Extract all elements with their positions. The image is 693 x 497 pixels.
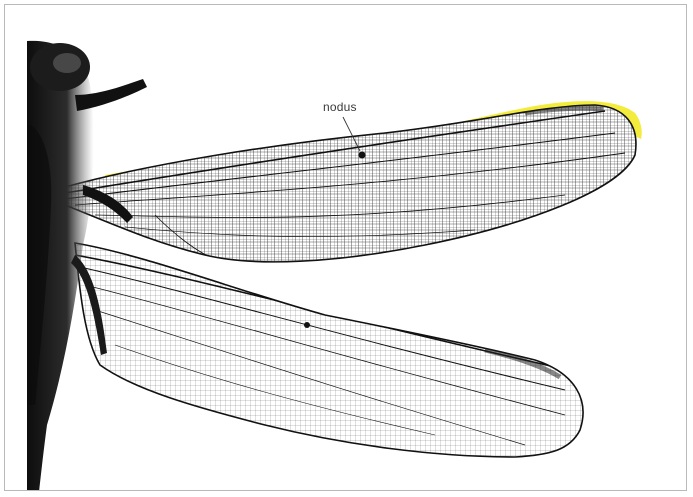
image-frame: nodus xyxy=(4,4,687,491)
nodus-marker xyxy=(359,152,366,159)
lower-wing xyxy=(70,240,590,460)
upper-wing xyxy=(65,100,645,270)
nodus-label: nodus xyxy=(323,100,357,114)
dragonfly-wing-photo xyxy=(5,5,687,491)
